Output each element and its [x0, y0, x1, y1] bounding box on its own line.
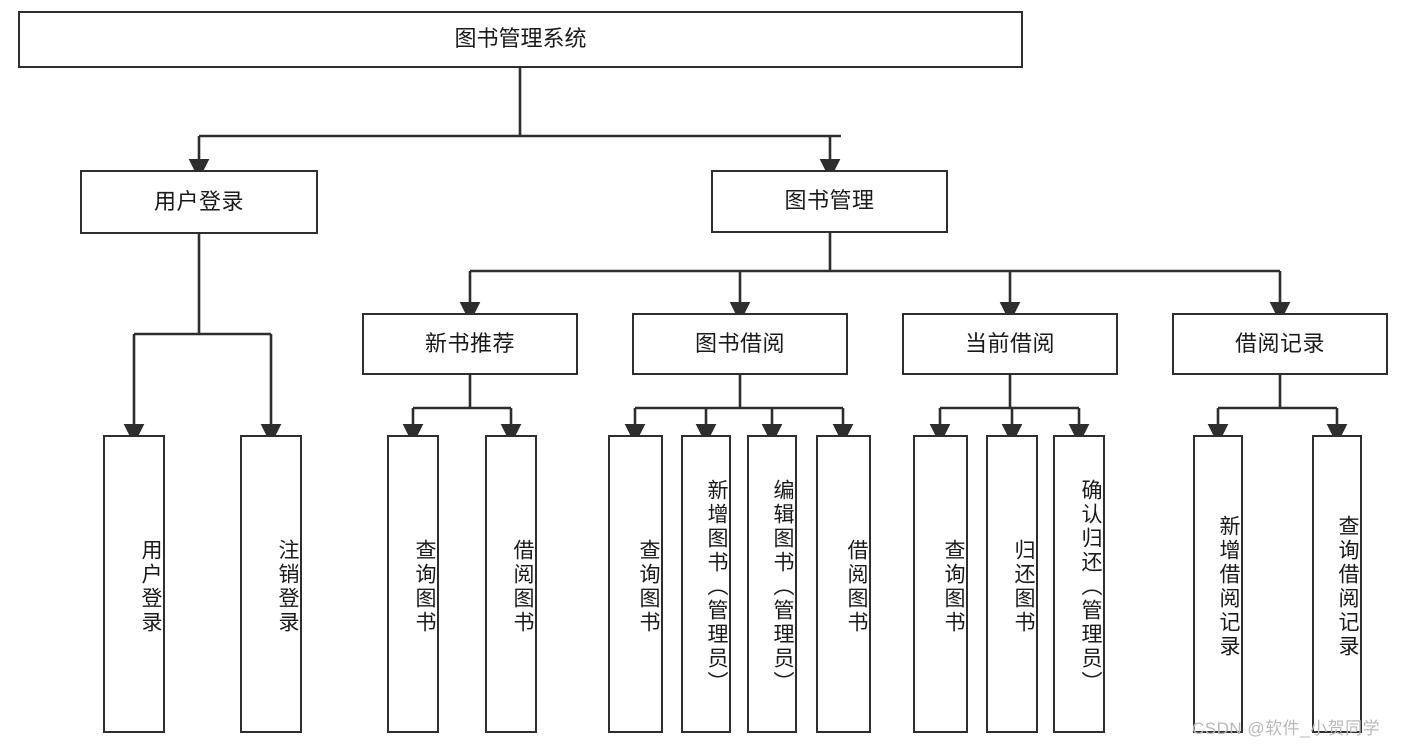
leaf-query-borrow-record[interactable]: 查询借阅记录 — [1312, 435, 1362, 733]
node-root[interactable]: 图书管理系统 — [18, 11, 1023, 68]
leaf-confirm-return-admin-label: 确认归还（管理员） — [1079, 479, 1102, 695]
leaf-borrow-book[interactable]: 借阅图书 — [816, 435, 871, 733]
leaf-logout-login[interactable]: 注销登录 — [240, 435, 302, 733]
watermark-text: CSDN @软件_小贺同学 — [1192, 719, 1381, 738]
node-user-login[interactable]: 用户登录 — [80, 170, 318, 234]
leaf-query-borrow-record-label: 查询借阅记录 — [1336, 515, 1359, 659]
leaf-query-book-borrow-label: 查询图书 — [637, 539, 660, 635]
leaf-query-book-newbook-label: 查询图书 — [413, 539, 436, 635]
leaf-add-borrow-record-label: 新增借阅记录 — [1217, 515, 1240, 659]
leaf-return-book[interactable]: 归还图书 — [986, 435, 1038, 733]
leaf-add-book-admin[interactable]: 新增图书（管理员） — [681, 435, 731, 733]
node-borrow-record[interactable]: 借阅记录 — [1172, 313, 1388, 375]
leaf-logout-login-label: 注销登录 — [276, 539, 299, 635]
node-book-borrow-label: 图书借阅 — [694, 330, 785, 356]
leaf-query-book-borrow[interactable]: 查询图书 — [608, 435, 663, 733]
node-new-book-recommend-label: 新书推荐 — [424, 330, 515, 356]
leaf-borrow-book-newbook-label: 借阅图书 — [511, 539, 534, 635]
leaf-query-book-current[interactable]: 查询图书 — [913, 435, 968, 733]
leaf-query-book-newbook[interactable]: 查询图书 — [387, 435, 439, 733]
leaf-borrow-book-newbook[interactable]: 借阅图书 — [485, 435, 537, 733]
leaf-add-book-admin-label: 新增图书（管理员） — [705, 479, 728, 695]
leaf-query-book-current-label: 查询图书 — [942, 539, 965, 635]
leaf-edit-book-admin[interactable]: 编辑图书（管理员） — [747, 435, 797, 733]
leaf-edit-book-admin-label: 编辑图书（管理员） — [771, 479, 794, 695]
node-user-login-label: 用户登录 — [153, 188, 244, 214]
leaf-return-book-label: 归还图书 — [1012, 539, 1035, 635]
node-book-management[interactable]: 图书管理 — [711, 170, 948, 233]
node-current-borrow-label: 当前借阅 — [964, 330, 1055, 356]
node-book-borrow[interactable]: 图书借阅 — [632, 313, 848, 375]
node-current-borrow[interactable]: 当前借阅 — [902, 313, 1118, 375]
leaf-user-login-label: 用户登录 — [139, 539, 162, 635]
leaf-confirm-return-admin[interactable]: 确认归还（管理员） — [1053, 435, 1105, 733]
node-root-label: 图书管理系统 — [454, 26, 587, 52]
node-borrow-record-label: 借阅记录 — [1234, 330, 1325, 356]
node-book-management-label: 图书管理 — [784, 188, 875, 214]
leaf-add-borrow-record[interactable]: 新增借阅记录 — [1193, 435, 1243, 733]
node-new-book-recommend[interactable]: 新书推荐 — [362, 313, 578, 375]
leaf-user-login[interactable]: 用户登录 — [103, 435, 165, 733]
leaf-borrow-book-label: 借阅图书 — [845, 539, 868, 635]
